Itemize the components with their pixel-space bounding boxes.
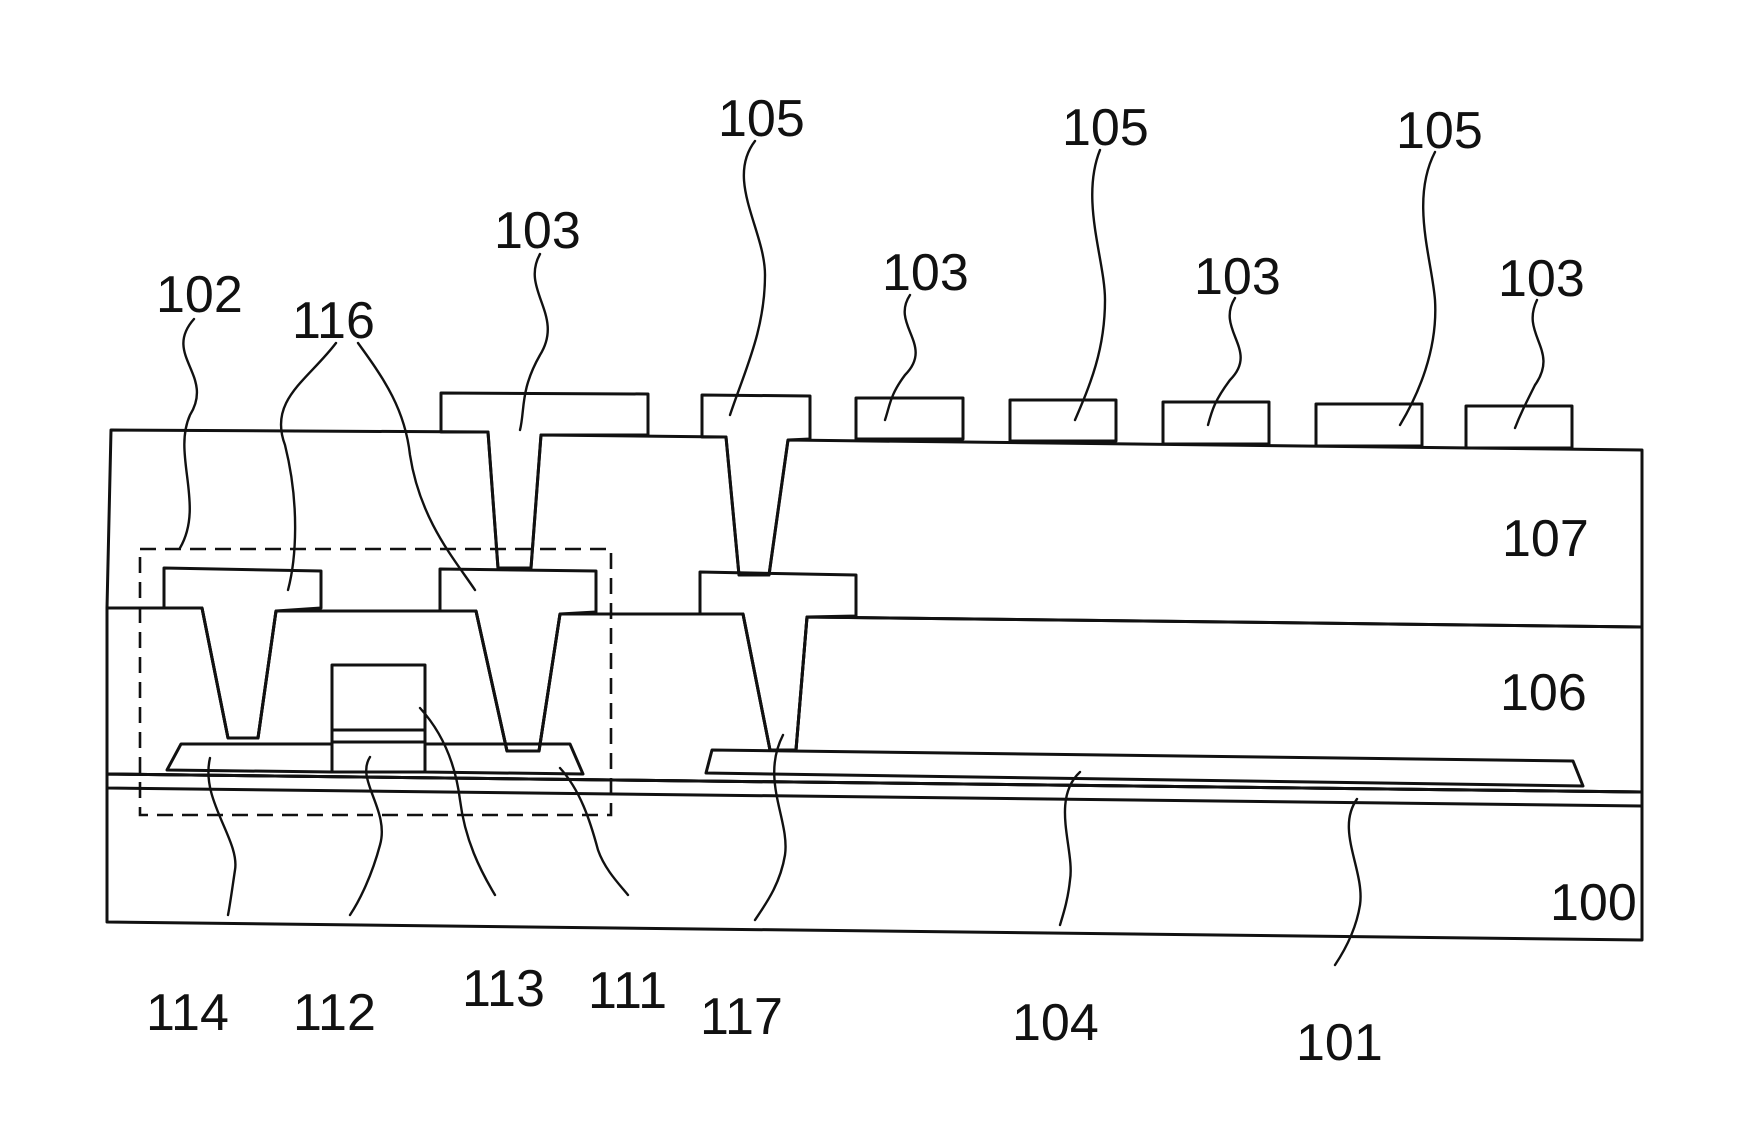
leader-113 [420, 708, 495, 895]
leader-105a [730, 141, 765, 415]
label-111: 111 [588, 962, 667, 1020]
leader-103d [1515, 300, 1543, 428]
label-101: 101 [1296, 1014, 1383, 1072]
leader-102 [180, 319, 197, 548]
leader-114 [208, 758, 235, 915]
electrode-105-b [1010, 400, 1116, 441]
label-103-c: 103 [1194, 248, 1281, 306]
electrode-105-via [702, 395, 810, 575]
electrode-103-via [441, 393, 648, 568]
leader-111 [560, 768, 628, 895]
label-102: 102 [156, 266, 243, 324]
label-103-d: 103 [1498, 250, 1585, 308]
label-116: 116 [292, 292, 375, 350]
electrode-105-c [1316, 404, 1422, 446]
leader-112 [350, 757, 382, 915]
label-106: 106 [1500, 664, 1587, 722]
leader-117 [755, 735, 786, 920]
electrode-117 [700, 572, 856, 750]
label-117: 117 [700, 988, 783, 1046]
leader-lines [180, 141, 1543, 965]
source-region-114 [167, 744, 332, 772]
electrode-116-left [164, 568, 321, 738]
channel-region-112 [332, 742, 425, 772]
label-107: 107 [1502, 510, 1589, 568]
substrate-100 [107, 774, 1642, 940]
electrode-103-c [1163, 402, 1269, 444]
label-100: 100 [1550, 874, 1637, 932]
electrode-103-d [1466, 406, 1572, 448]
drain-region-111 [425, 744, 583, 774]
wiring-104 [706, 750, 1583, 786]
leader-116a [281, 343, 336, 590]
label-103-a: 103 [494, 202, 581, 260]
leader-103b [885, 295, 916, 420]
insulating-film-107 [107, 430, 1642, 751]
leader-104 [1060, 772, 1080, 925]
leader-103c [1208, 298, 1241, 425]
leader-103a [520, 254, 548, 430]
label-114: 114 [146, 984, 229, 1042]
label-103-b: 103 [882, 244, 969, 302]
electrode-116-right [440, 569, 596, 751]
leader-101 [1335, 799, 1361, 965]
gate-insulating-113 [332, 730, 425, 742]
label-105-a: 105 [718, 90, 805, 148]
leader-116b [358, 343, 475, 590]
electrode-103-b [856, 398, 963, 439]
label-104: 104 [1012, 994, 1099, 1052]
leader-105c [1400, 152, 1435, 425]
label-112: 112 [293, 984, 376, 1042]
insulating-film-106 [107, 608, 1642, 792]
gate-electrode [332, 665, 425, 730]
label-105-c: 105 [1396, 102, 1483, 160]
leader-105b [1075, 150, 1105, 420]
label-113: 113 [462, 960, 545, 1018]
label-105-b: 105 [1062, 99, 1149, 157]
